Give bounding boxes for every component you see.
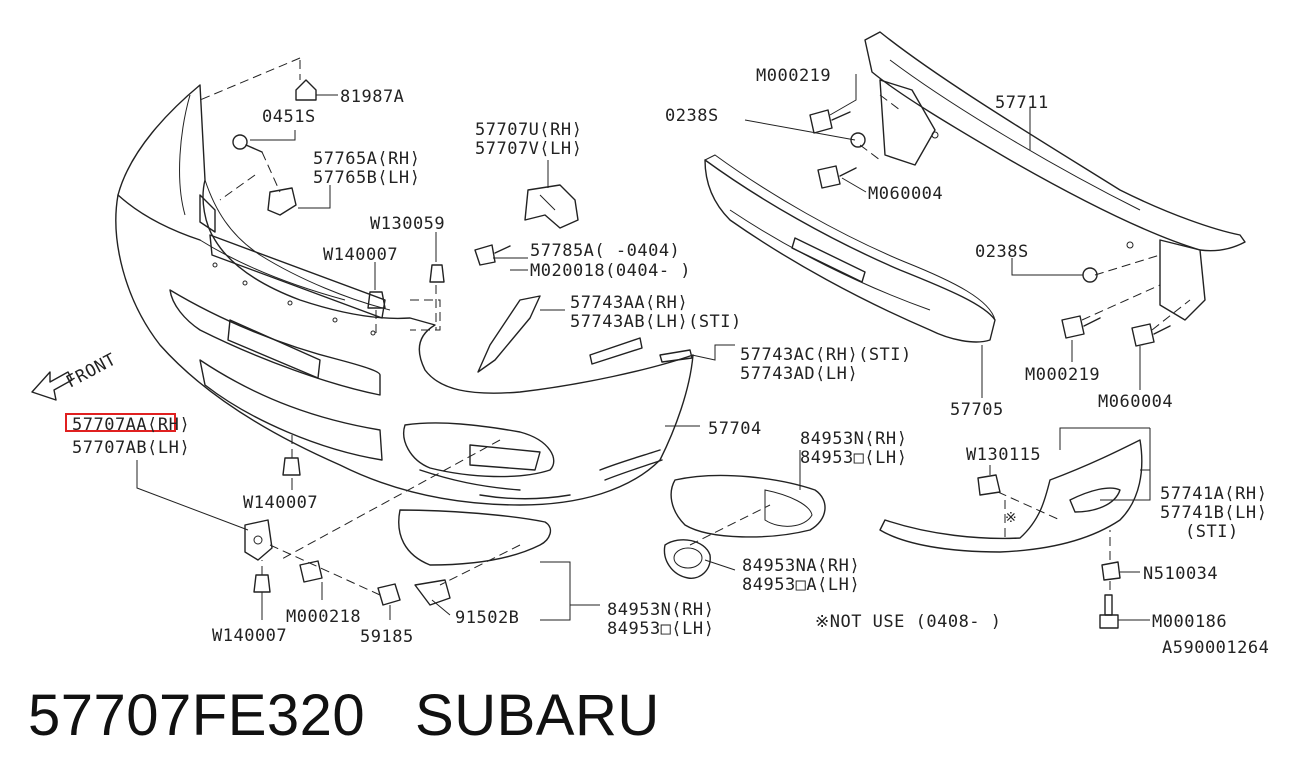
front-direction-indicator: FRONT [31, 350, 120, 401]
sti-strip-57743AA [477, 295, 541, 373]
bumper-reinforcement-57711 [864, 31, 1246, 321]
label-0238S-right: 0238S [975, 242, 1029, 262]
sti-strip-end [659, 349, 693, 363]
label-57741B: 57741B⟨LH⟩ [1160, 503, 1267, 523]
label-57707AA: 57707AA⟨RH⟩ [72, 415, 190, 435]
label-N510034: N510034 [1143, 564, 1218, 584]
footer-caption: 57707FE320 SUBARU [28, 682, 660, 749]
label-diagram-id: A590001264 [1162, 638, 1269, 658]
label-57707V: 57707V⟨LH⟩ [475, 139, 582, 159]
label-M000219-right: M000219 [1025, 365, 1100, 385]
lower-lip-57741A [879, 439, 1143, 553]
label-57741A: 57741A⟨RH⟩ [1160, 484, 1267, 504]
label-M060004-top: M060004 [868, 184, 943, 204]
label-84953N-top: 84953N⟨RH⟩ [800, 429, 907, 449]
fog-lamp-84953N [663, 474, 826, 579]
label-sti: (STI) [1185, 522, 1239, 542]
svg-text:※: ※ [1005, 510, 1017, 526]
label-W140007-top: W140007 [323, 245, 398, 265]
label-84953OA: 84953□A⟨LH⟩ [742, 575, 860, 595]
fasteners [232, 79, 1171, 629]
label-57765B: 57765B⟨LH⟩ [313, 168, 420, 188]
label-57765A: 57765A⟨RH⟩ [313, 149, 420, 169]
label-57743AD: 57743AD⟨LH⟩ [740, 364, 858, 384]
label-M000219-top: M000219 [756, 66, 831, 86]
label-W140007-bottom: W140007 [212, 626, 287, 646]
label-0451S: 0451S [262, 107, 316, 127]
label-M000186: M000186 [1152, 612, 1227, 632]
sti-strip-57743AC [589, 337, 643, 365]
alignment-dashes: ※ [199, 57, 1191, 596]
highlight-box-57707AA [65, 413, 176, 432]
label-84953N-bottom: 84953N⟨RH⟩ [607, 600, 714, 620]
label-81987A: 81987A [340, 87, 404, 107]
label-W140007-mid: W140007 [243, 493, 318, 513]
footer-part-number: 57707FE320 [28, 683, 366, 748]
label-57743AB: 57743AB⟨LH⟩(STI) [570, 312, 742, 332]
label-M020018: M020018(0404- ) [530, 261, 691, 281]
label-57785A: 57785A( -0404) [530, 241, 680, 261]
label-not-use-note: ※NOT USE (0408- ) [815, 612, 1002, 632]
label-57705: 57705 [950, 400, 1004, 420]
label-57707AB: 57707AB⟨LH⟩ [72, 438, 190, 458]
parts-diagram: ※ [31, 31, 1269, 658]
label-84953NA: 84953NA⟨RH⟩ [742, 556, 860, 576]
bumper-upper-strip [199, 194, 386, 319]
label-84953O-bottom: 84953□⟨LH⟩ [607, 619, 714, 639]
label-57711: 57711 [995, 93, 1049, 113]
label-0238S-top: 0238S [665, 106, 719, 126]
label-91502B: 91502B [455, 608, 519, 628]
label-M060004-right: M060004 [1098, 392, 1173, 412]
label-57704: 57704 [708, 419, 762, 439]
front-label: FRONT [63, 350, 120, 393]
label-59185: 59185 [360, 627, 414, 647]
label-W130059: W130059 [370, 214, 445, 234]
label-57707U: 57707U⟨RH⟩ [475, 120, 582, 140]
label-57743AA: 57743AA⟨RH⟩ [570, 293, 688, 313]
leader-lines [136, 74, 1151, 621]
side-bracket-57707AA [244, 519, 273, 561]
fog-cover-84953N [398, 509, 552, 606]
callout-labels: 81987A 0451S 57765A⟨RH⟩ 57765B⟨LH⟩ 57707… [72, 66, 1269, 658]
front-bumper-cover [115, 84, 694, 506]
label-M000218: M000218 [286, 607, 361, 627]
upper-bracket-57707U [524, 184, 579, 229]
footer-brand: SUBARU [415, 683, 660, 748]
label-57743AC: 57743AC⟨RH⟩(STI) [740, 345, 912, 365]
label-W130115: W130115 [966, 445, 1041, 465]
energy-absorber-57705 [704, 154, 996, 343]
label-84953O-top: 84953□⟨LH⟩ [800, 448, 907, 468]
